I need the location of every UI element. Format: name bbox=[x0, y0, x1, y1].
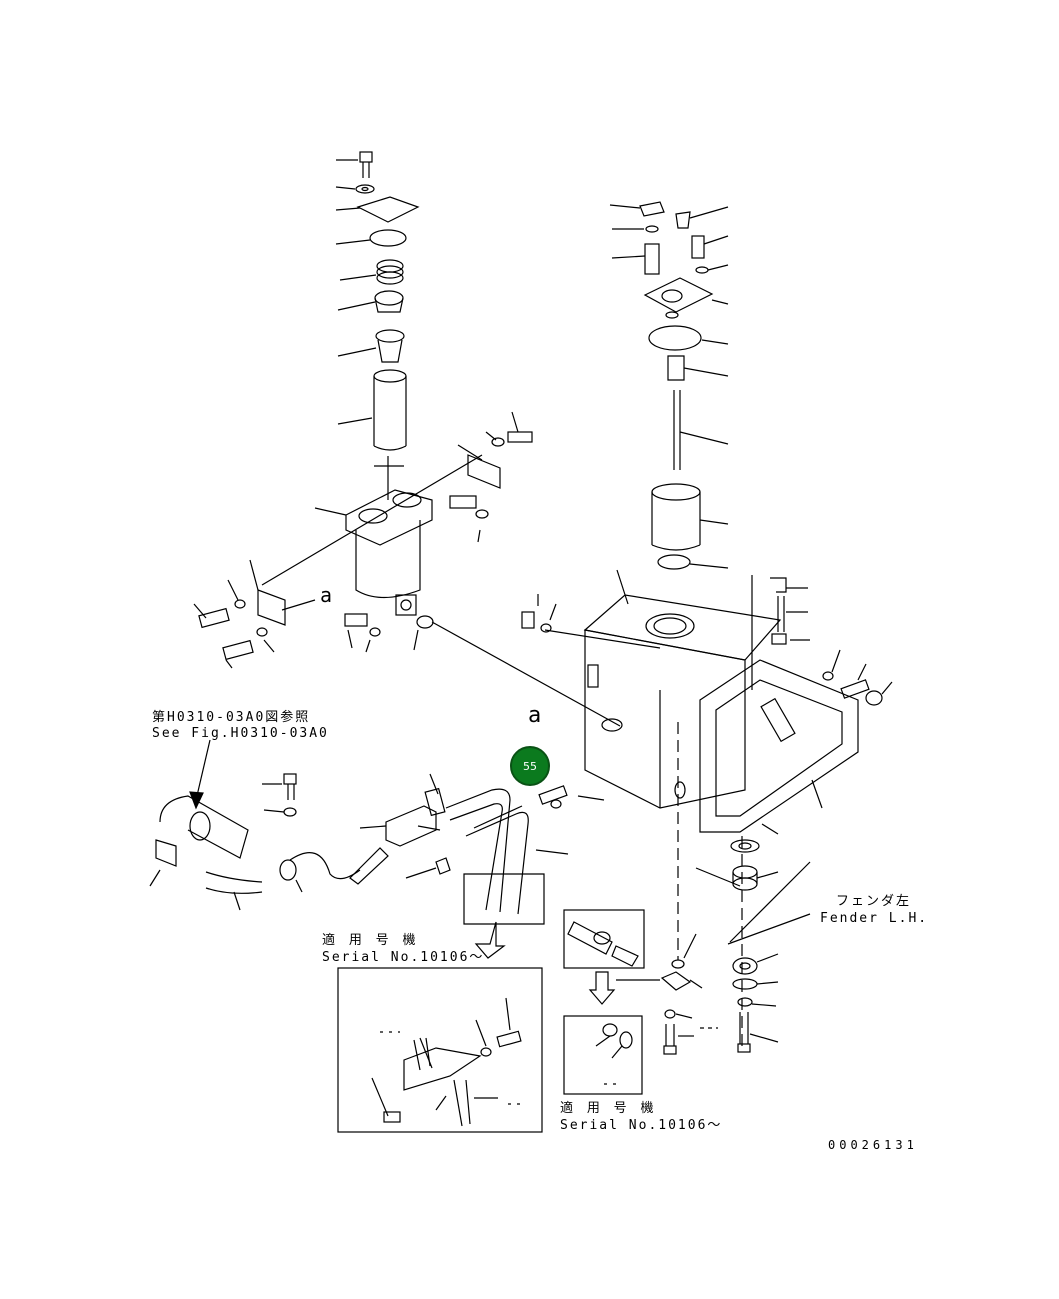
svg-text:a: a bbox=[320, 583, 332, 607]
serial-note-1-line1: 適 用 号 機 bbox=[322, 933, 419, 948]
detail-marker-a: a bbox=[528, 703, 544, 728]
hydraulic-tank bbox=[521, 201, 893, 1055]
drawing-number: 00026131 bbox=[828, 1138, 918, 1152]
reference-note-line2: See Fig.H0310-03A0 bbox=[152, 726, 329, 741]
piping-assembly bbox=[149, 739, 811, 1133]
reference-note-line1: 第H0310-03A0図参照 bbox=[152, 710, 311, 725]
serial-note-1-line2: Serial No.10106～ bbox=[322, 950, 485, 965]
serial-note-2-line1: 適 用 号 機 bbox=[560, 1101, 657, 1116]
left-filter-stack: a bbox=[193, 151, 621, 727]
fender-label-line2: Fender L.H. bbox=[820, 911, 929, 926]
serial-note-2-line2: Serial No.10106～ bbox=[560, 1118, 723, 1133]
fender-label-line1: フェンダ左 bbox=[836, 894, 912, 909]
callout-55-hotspot[interactable]: 55 bbox=[510, 746, 550, 786]
